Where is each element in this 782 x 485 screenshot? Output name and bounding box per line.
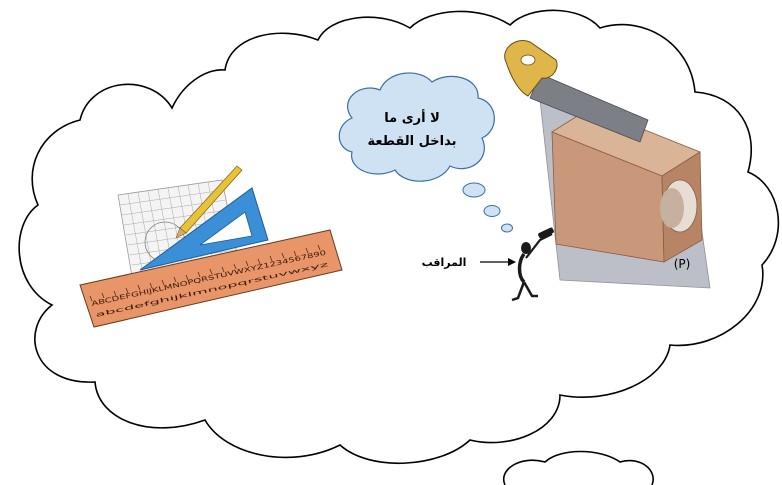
- thought-line-2: بداخل القطعة: [368, 134, 457, 149]
- thought-dot-1: [463, 183, 485, 197]
- plane-label: (P): [674, 257, 691, 271]
- observer-label: المراقب: [422, 256, 467, 269]
- thought-dot-3: [502, 224, 513, 232]
- thought-bubble-shape: [339, 73, 494, 181]
- thought-dot-2: [484, 206, 500, 217]
- thought-line-1: لا أرى ما: [384, 109, 440, 126]
- small-cloud-outline: [504, 452, 653, 485]
